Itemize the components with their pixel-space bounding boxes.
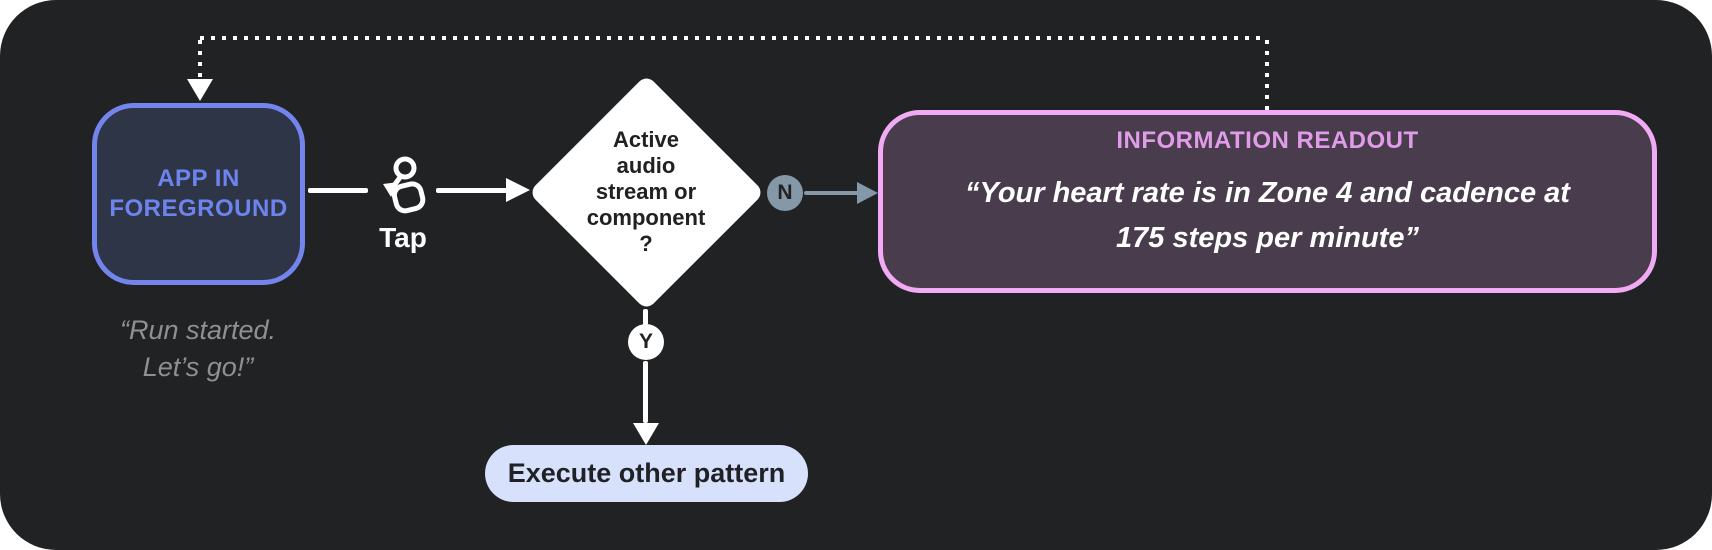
- connector-decision-to-yes: [643, 309, 648, 325]
- readout-title: INFORMATION READOUT: [1116, 127, 1419, 154]
- arrowhead-into-decision: [506, 178, 530, 202]
- connector-tap-to-decision: [436, 188, 508, 193]
- branch-no-badge: N: [767, 175, 803, 211]
- feedback-loop-dotted-line-horizontal: [200, 36, 1267, 40]
- arrowhead-into-readout: [857, 182, 878, 204]
- app-in-foreground-node: APP IN FOREGROUND: [92, 103, 305, 285]
- tap-gesture-icon: [383, 156, 426, 214]
- arrowhead-into-execute: [633, 423, 659, 445]
- tap-label: Tap: [379, 222, 427, 253]
- information-readout-node: INFORMATION READOUT “Your heart rate is …: [878, 110, 1657, 293]
- feedback-loop-dotted-line-right: [1265, 40, 1269, 110]
- connector-no-to-readout: [804, 191, 859, 195]
- feedback-loop-dotted-line-left: [198, 40, 202, 78]
- app-node-label: APP IN FOREGROUND: [109, 165, 288, 222]
- connector-yes-to-execute: [643, 361, 648, 423]
- readout-body-quote: “Your heart rate is in Zone 4 and cadenc…: [965, 177, 1570, 254]
- arrowhead-down-into-app-node: [187, 79, 213, 101]
- decision-label: Active audio stream or component ?: [586, 127, 706, 256]
- app-node-quote: “Run started. Let’s go!”: [119, 315, 277, 382]
- branch-yes-badge: Y: [628, 324, 664, 360]
- execute-other-pattern-node: Execute other pattern: [485, 445, 808, 502]
- connector-app-to-tap: [308, 188, 368, 193]
